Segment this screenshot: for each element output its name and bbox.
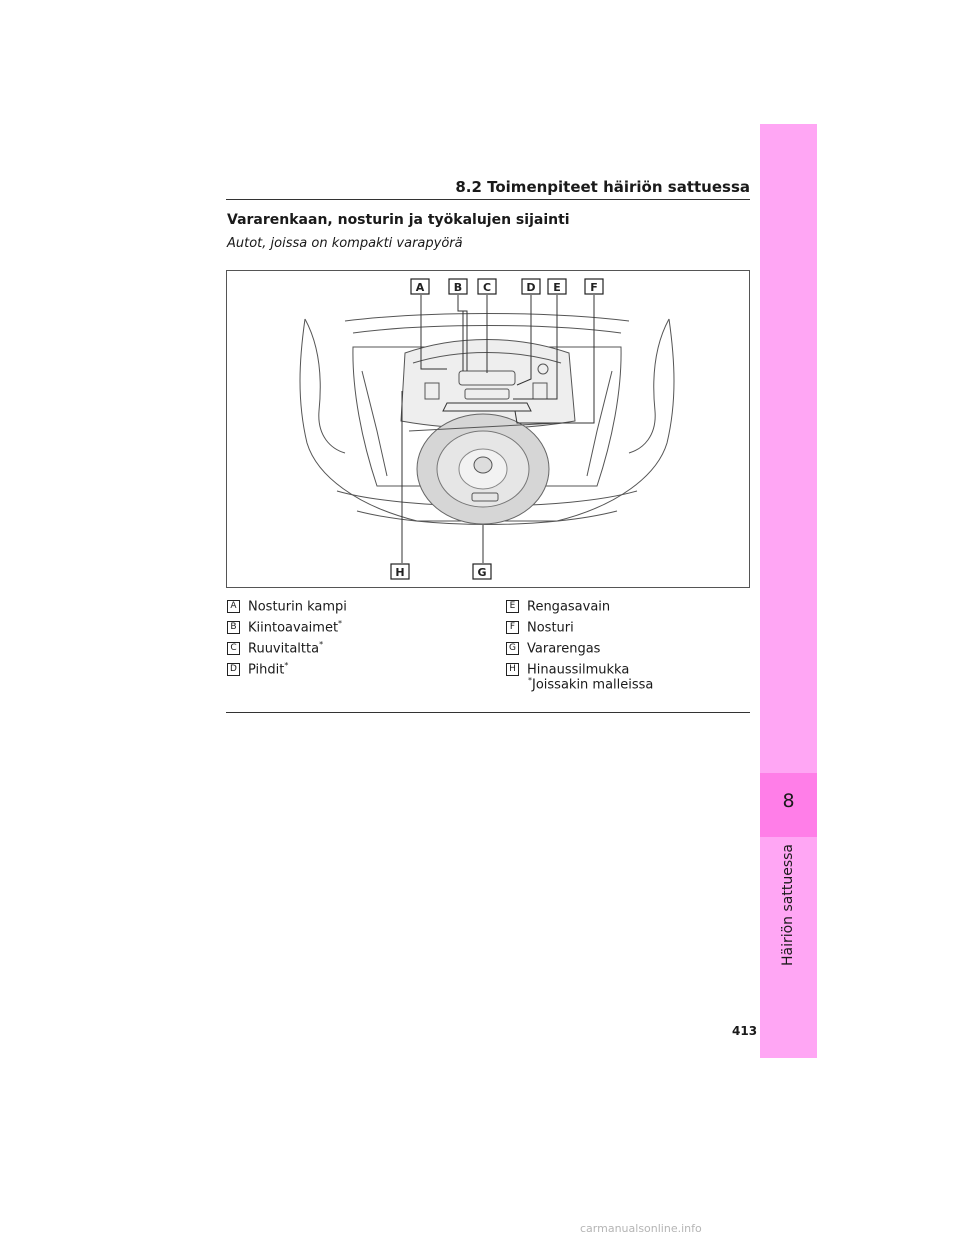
footnote-text: Joissakin malleissa bbox=[532, 677, 654, 693]
legend-badge: D bbox=[227, 663, 240, 677]
watermark: carmanualsonline.info bbox=[580, 1222, 702, 1235]
legend-item-f: F Nosturi bbox=[506, 619, 574, 635]
trunk-illustration-svg: A B C D E F G H bbox=[299, 278, 675, 580]
footnote-mark: * bbox=[528, 676, 532, 685]
legend-asterisk: * bbox=[338, 619, 343, 628]
legend-badge: A bbox=[227, 600, 240, 614]
chapter-side-tab-active bbox=[760, 773, 817, 837]
legend-badge: G bbox=[506, 642, 519, 656]
legend-badge: H bbox=[506, 663, 519, 677]
figure-label-box-a bbox=[410, 278, 430, 295]
trunk-illustration: A B C D E F G H bbox=[226, 270, 750, 588]
figure-label-box-c bbox=[477, 278, 497, 295]
figure-label-box-e bbox=[547, 278, 567, 295]
leader-line-d bbox=[516, 295, 532, 386]
legend-badge: E bbox=[506, 600, 519, 614]
legend-text: Nosturin kampi bbox=[248, 599, 347, 615]
figure-label-c: C bbox=[483, 281, 491, 294]
trunk-inner-left bbox=[361, 370, 388, 477]
car-fender-right bbox=[628, 318, 670, 454]
tool-bolt bbox=[537, 363, 549, 375]
figure-label-box-h bbox=[390, 563, 410, 580]
tool-crank-shape bbox=[442, 402, 532, 412]
legend-badge: C bbox=[227, 642, 240, 656]
figure-label-box-b bbox=[448, 278, 468, 295]
leader-line-f bbox=[514, 295, 595, 424]
legend-text: Rengasavain bbox=[527, 599, 611, 615]
figure-label-b: B bbox=[454, 281, 462, 294]
figure-label-box-d bbox=[521, 278, 541, 295]
trunk-opening bbox=[352, 346, 622, 487]
trunk-inner-right bbox=[586, 370, 613, 477]
trunk-floor-line bbox=[408, 422, 558, 432]
section-header: 8.2 Toimenpiteet häiriön sattuessa bbox=[455, 178, 750, 196]
legend-text: Ruuvitaltta bbox=[248, 641, 320, 657]
legend-asterisk: * bbox=[284, 661, 289, 670]
leader-line-b bbox=[457, 295, 468, 371]
chapter-title: Häiriön sattuessa bbox=[780, 843, 796, 967]
trunk-latch bbox=[471, 492, 499, 502]
footnote: *Joissakin malleissa bbox=[528, 676, 653, 692]
page-number: 413 bbox=[732, 1024, 758, 1038]
page-subheading: Autot, joissa on kompakti varapyörä bbox=[227, 236, 463, 251]
legend-asterisk: * bbox=[319, 640, 324, 649]
rear-bumper-lower bbox=[356, 510, 618, 525]
legend-item-b: B Kiintoavaimet* bbox=[227, 619, 342, 635]
figure-label-g: G bbox=[477, 566, 486, 579]
legend-item-c: C Ruuvitaltta* bbox=[227, 640, 323, 656]
legend-item-h: H Hinaussilmukka bbox=[506, 661, 629, 677]
legend-item-a: A Nosturin kampi bbox=[227, 598, 347, 614]
figure-label-e: E bbox=[553, 281, 561, 294]
legend-text: Nosturi bbox=[527, 620, 574, 636]
chapter-number: 8 bbox=[782, 790, 795, 812]
page-heading: Vararenkaan, nosturin ja työkalujen sija… bbox=[227, 212, 570, 228]
leader-line-a bbox=[420, 295, 447, 370]
tool-hook-left bbox=[424, 382, 440, 400]
leader-line-e bbox=[513, 295, 558, 400]
legend-item-d: D Pihdit* bbox=[227, 661, 288, 677]
car-fender-left bbox=[304, 318, 346, 454]
figure-label-f: F bbox=[590, 281, 598, 294]
tool-wrenches-shape bbox=[458, 370, 516, 386]
legend-badge: F bbox=[506, 621, 519, 635]
tool-jack-shape bbox=[464, 388, 510, 400]
spare-tire-center bbox=[473, 456, 493, 474]
figure-label-h: H bbox=[395, 566, 404, 579]
figure-label-box-f bbox=[584, 278, 604, 295]
legend-item-e: E Rengasavain bbox=[506, 598, 610, 614]
figure-label-d: D bbox=[526, 281, 535, 294]
header-rule bbox=[226, 199, 750, 200]
legend-item-g: G Vararengas bbox=[506, 640, 600, 656]
legend-badge: B bbox=[227, 621, 240, 635]
chapter-side-tab bbox=[760, 124, 817, 1058]
bottom-rule bbox=[226, 712, 750, 713]
figure-label-a: A bbox=[416, 281, 425, 294]
legend-text: Vararengas bbox=[527, 641, 601, 657]
legend-text: Pihdit bbox=[248, 662, 285, 678]
legend-text: Hinaussilmukka bbox=[527, 662, 630, 678]
legend-text: Kiintoavaimet bbox=[248, 620, 339, 636]
figure-label-box-g bbox=[472, 563, 492, 580]
